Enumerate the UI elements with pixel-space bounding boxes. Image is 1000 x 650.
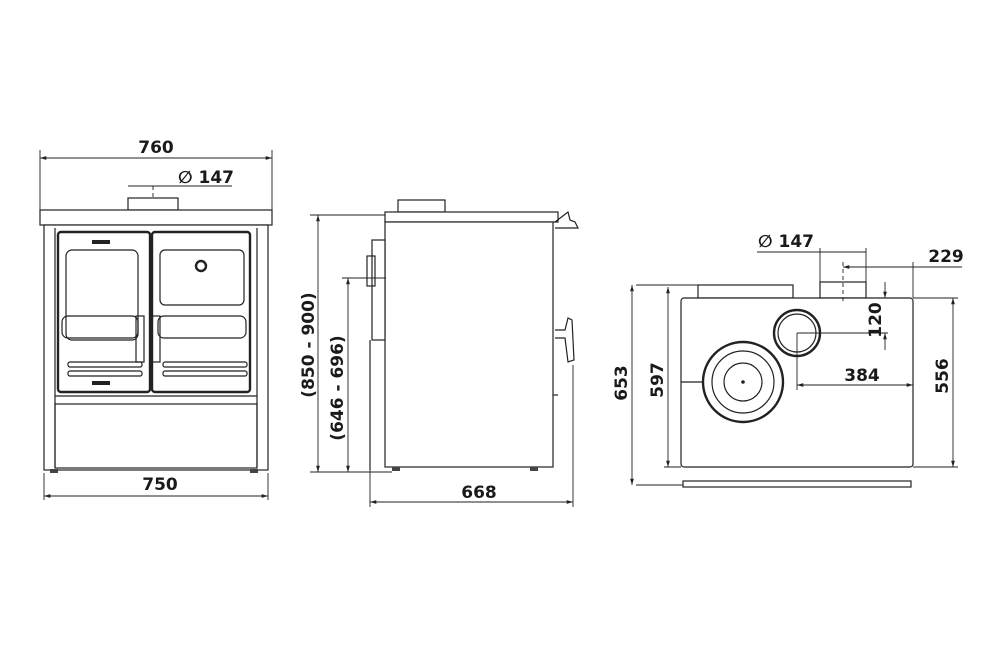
body-depth-label: 597 — [648, 362, 668, 398]
side-view: (850 - 900) (646 - 696) 668 — [299, 199, 579, 507]
thermometer-icon — [194, 259, 208, 273]
flue-center-depth-label: 120 — [866, 302, 886, 338]
top-depth-label: 556 — [933, 358, 953, 394]
depth-label: 668 — [461, 483, 497, 503]
oven-door — [150, 230, 252, 394]
front-flue-diameter-label: ∅ 147 — [178, 168, 234, 188]
width-body-label: 750 — [142, 475, 178, 495]
flue-pipe — [127, 197, 179, 211]
side-flue-pipe — [397, 199, 446, 213]
top-base-plate — [682, 480, 912, 488]
top-view: 653 597 556 120 384 ∅ 147 229 — [612, 232, 964, 488]
firebox-door — [56, 230, 152, 394]
top-flue-diameter-label: ∅ 147 — [758, 232, 814, 252]
door-height-range-label: (646 - 696) — [328, 335, 348, 440]
width-top-label: 760 — [138, 138, 174, 158]
stove-body — [43, 224, 269, 471]
side-body — [384, 221, 554, 468]
total-depth-label: 653 — [612, 365, 632, 401]
side-cooktop-plate — [384, 211, 559, 223]
flue-offset-label: 229 — [928, 247, 964, 267]
height-range-label: (850 - 900) — [299, 292, 319, 397]
flue-center-side-label: 384 — [844, 366, 880, 386]
cooktop-plate — [39, 209, 273, 226]
front-view: 760 ∅ 147 750 — [39, 138, 273, 500]
storage-drawer — [54, 403, 258, 469]
